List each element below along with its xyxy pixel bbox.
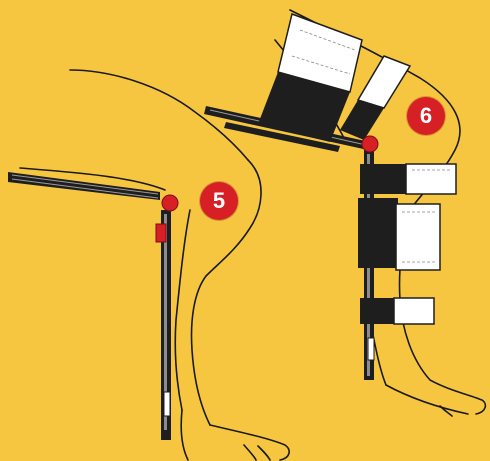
step-6-badge: 6 bbox=[407, 97, 445, 135]
step-5-badge: 5 bbox=[200, 182, 238, 220]
left-brace-shin-bar bbox=[161, 210, 171, 440]
left-brace-thigh-bar bbox=[8, 172, 160, 200]
right-thigh-straps bbox=[258, 14, 410, 142]
right-brace-joint bbox=[362, 136, 378, 152]
right-shin-straps bbox=[358, 164, 456, 324]
